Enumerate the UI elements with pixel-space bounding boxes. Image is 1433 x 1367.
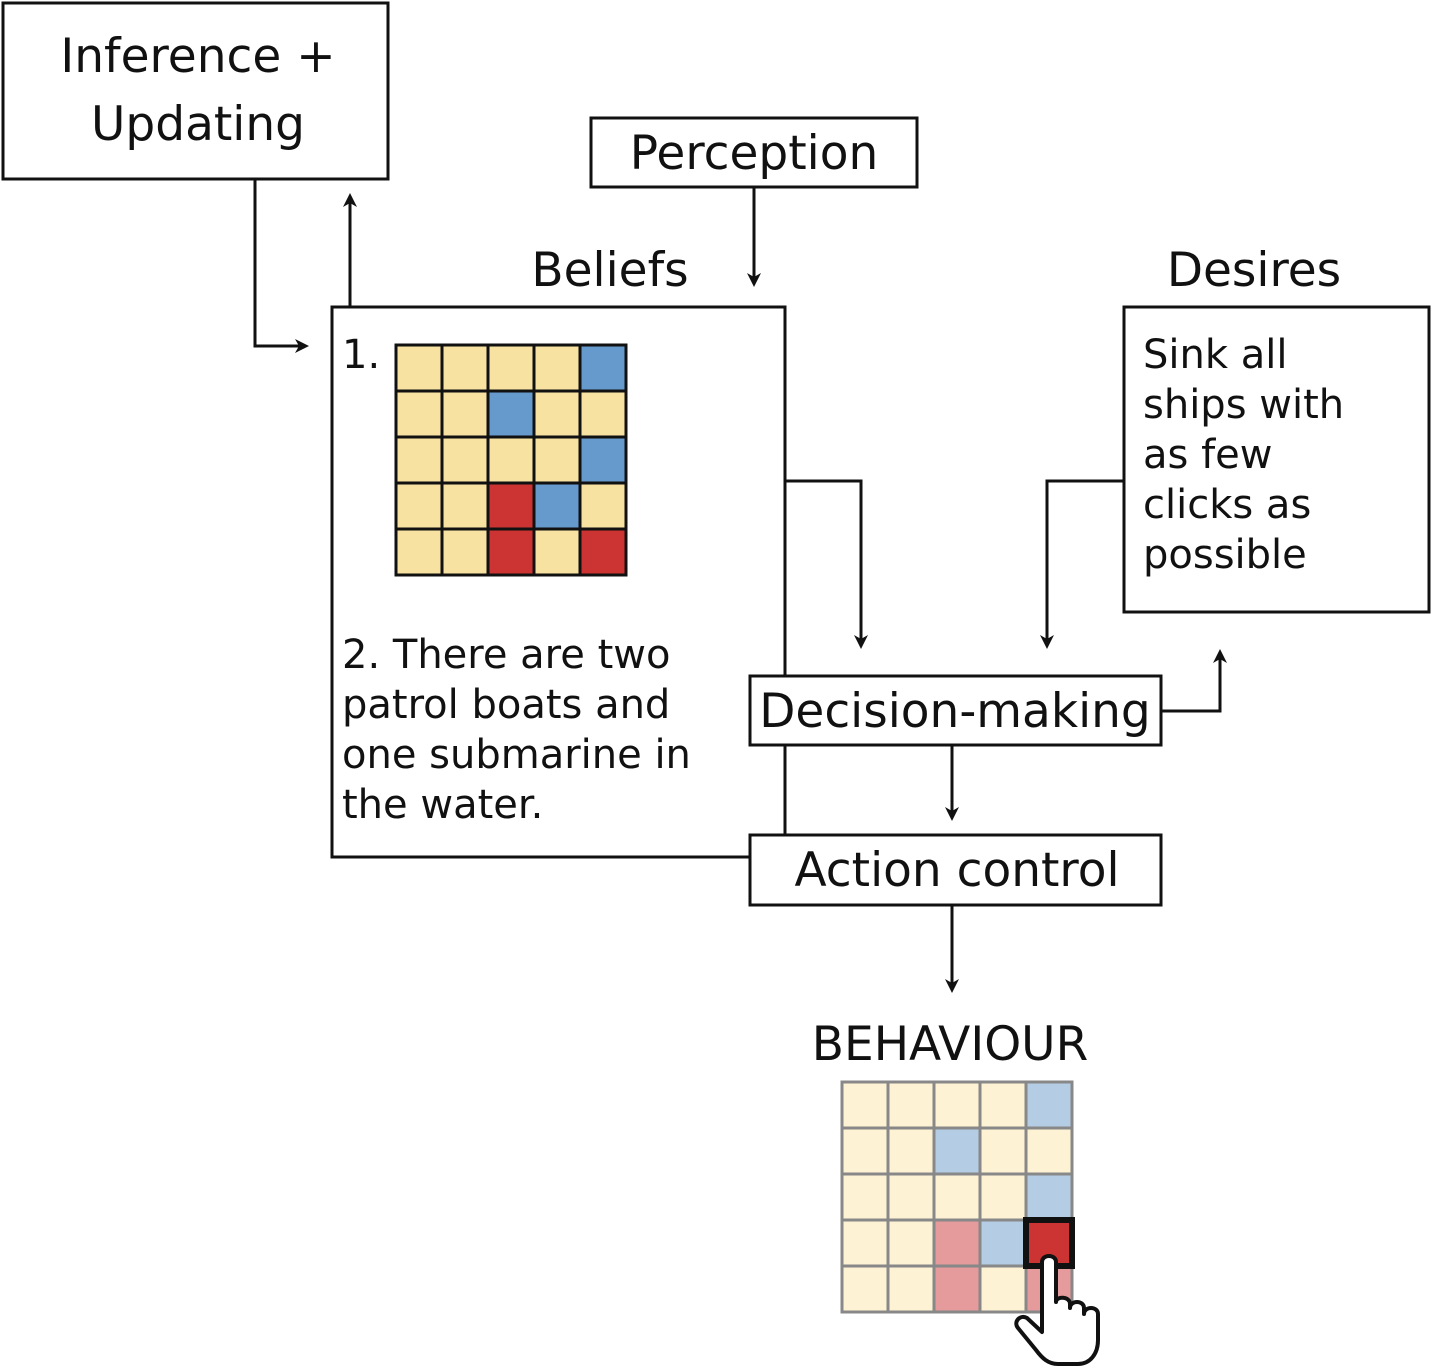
- desires-line: possible: [1143, 532, 1307, 578]
- grid-cell: [932, 1080, 982, 1130]
- desires-line: ships with: [1143, 382, 1344, 428]
- belief-item-2-line: patrol boats and: [342, 682, 670, 728]
- belief-item-1-label: 1.: [342, 332, 380, 378]
- desires-line: Sink all: [1143, 332, 1287, 378]
- inference-updating-box: Inference + Updating: [1, 1, 390, 181]
- grid-cell: [578, 343, 628, 393]
- grid-cell: [578, 435, 628, 485]
- grid-cell: [1024, 1126, 1074, 1176]
- hand-pointer-icon: [1014, 1254, 1100, 1366]
- desires-label: Desires: [1167, 243, 1341, 298]
- decision-making-box: Decision-making: [748, 674, 1163, 747]
- action-control-box: Action control: [748, 833, 1163, 907]
- grid-cell: [932, 1264, 982, 1314]
- grid-cell: [886, 1126, 936, 1176]
- grid-cell: [978, 1218, 1028, 1268]
- grid-cell: [486, 527, 536, 577]
- grid-cell: [840, 1218, 890, 1268]
- belief-item-2-line: 2. There are two: [342, 632, 670, 678]
- grid-cell: [394, 481, 444, 531]
- grid-cell: [394, 435, 444, 485]
- arrow-decision-to-desires: [1161, 649, 1227, 713]
- grid-cell: [532, 435, 582, 485]
- desires-box: Sink all ships with as few clicks as pos…: [1122, 305, 1431, 614]
- belief-item-2-line: the water.: [342, 782, 543, 828]
- perception-label: Perception: [630, 126, 879, 181]
- grid-cell: [532, 389, 582, 439]
- grid-cell: [932, 1126, 982, 1176]
- grid-cell: [978, 1172, 1028, 1222]
- grid-cell: [886, 1264, 936, 1314]
- grid-cell: [440, 343, 490, 393]
- beliefs-box: 1. 2. There are two patrol boats and one…: [330, 305, 787, 859]
- grid-cell: [440, 389, 490, 439]
- grid-cell: [840, 1264, 890, 1314]
- desires-line: as few: [1143, 432, 1272, 478]
- desires-line: clicks as: [1143, 482, 1311, 528]
- grid-cell: [886, 1172, 936, 1222]
- action-control-label: Action control: [794, 843, 1119, 898]
- belief-grid: [394, 343, 628, 577]
- grid-cell: [1024, 1080, 1074, 1130]
- beliefs-label: Beliefs: [531, 243, 688, 298]
- grid-cell: [440, 435, 490, 485]
- decision-making-label: Decision-making: [759, 684, 1151, 739]
- grid-cell: [978, 1264, 1028, 1314]
- grid-cell: [440, 481, 490, 531]
- grid-cell: [886, 1080, 936, 1130]
- grid-cell: [486, 389, 536, 439]
- grid-cell: [486, 435, 536, 485]
- inference-label-line1: Inference +: [60, 29, 335, 84]
- behaviour-grid: [840, 1080, 1075, 1314]
- grid-cell: [932, 1172, 982, 1222]
- grid-cell: [1024, 1172, 1074, 1222]
- grid-cell: [578, 481, 628, 531]
- grid-cell: [394, 527, 444, 577]
- arrow-desires-to-decision: [1040, 479, 1124, 649]
- grid-cell: [978, 1080, 1028, 1130]
- grid-cell: [486, 481, 536, 531]
- grid-cell: [978, 1126, 1028, 1176]
- arrow-inference-to-beliefs: [253, 179, 309, 353]
- belief-item-2-text: 2. There are two patrol boats and one su…: [342, 632, 691, 828]
- grid-cell: [532, 527, 582, 577]
- grid-cell: [886, 1218, 936, 1268]
- arrow-beliefs-to-decision: [785, 479, 868, 649]
- grid-cell: [840, 1080, 890, 1130]
- grid-cell: [932, 1218, 982, 1268]
- grid-cell: [840, 1172, 890, 1222]
- belief-item-2-line: one submarine in: [342, 732, 691, 778]
- behaviour-label: BEHAVIOUR: [812, 1017, 1089, 1072]
- inference-label-line2: Updating: [91, 97, 305, 152]
- grid-cell: [532, 481, 582, 531]
- grid-cell: [532, 343, 582, 393]
- grid-cell: [486, 343, 536, 393]
- connectors: [253, 179, 1227, 993]
- grid-cell: [578, 389, 628, 439]
- grid-cell: [440, 527, 490, 577]
- grid-cell: [840, 1126, 890, 1176]
- grid-cell: [578, 527, 628, 577]
- grid-cell: [394, 389, 444, 439]
- grid-cell: [394, 343, 444, 393]
- perception-box: Perception: [589, 116, 919, 189]
